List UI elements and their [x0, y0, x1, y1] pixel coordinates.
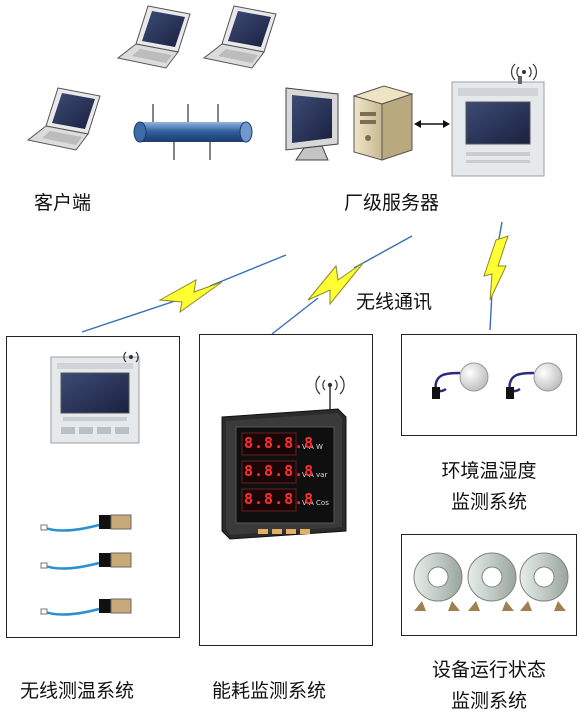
monitor-icon	[285, 87, 339, 161]
temperature-sensor-icon	[40, 552, 132, 570]
meter-readout-2: 8.8.8.8	[244, 462, 315, 480]
power-meter-icon: V A W V A var V A Cos	[221, 408, 347, 540]
humidity-sensor-icon	[506, 362, 563, 399]
wireless-link-left	[81, 254, 287, 333]
temperature-sensor-icon	[40, 598, 132, 616]
laptop-icon	[116, 5, 191, 69]
temperature-concentrator-icon	[50, 356, 140, 444]
client-label: 客户端	[34, 192, 92, 214]
antenna-icon	[123, 351, 139, 363]
connection-arrow	[414, 120, 450, 128]
environment-system-label-line1: 环境温湿度	[441, 460, 537, 482]
meter-readout-3: 8.8.8.8	[244, 490, 315, 508]
current-transformer-icon	[413, 552, 463, 611]
wireless-comm-label: 无线通讯	[356, 291, 433, 313]
wireless-link-right	[483, 221, 509, 331]
environment-system-label: 环境温湿度 监测系统	[401, 456, 577, 514]
current-transformer-icon	[467, 552, 517, 611]
equipment-monitoring-box	[401, 534, 577, 636]
humidity-sensor-icon	[432, 362, 489, 399]
equipment-system-label: 设备运行状态 监测系统	[401, 655, 577, 713]
laptop-icon	[202, 5, 277, 69]
energy-monitor-system-label: 能耗监测系统	[212, 680, 327, 702]
laptop-icon	[26, 87, 101, 151]
svg-text:V A var: V A var	[302, 471, 327, 479]
gateway-device-icon	[451, 76, 545, 177]
network-bus-icon	[133, 104, 253, 160]
wireless-temp-devices	[40, 351, 140, 616]
wireless-temperature-system-box	[6, 336, 180, 638]
meter-readout-1: 8.8.8.8	[244, 434, 315, 452]
environment-system-label-line2: 监测系统	[450, 491, 527, 513]
wireless-link-middle	[271, 235, 413, 335]
energy-monitoring-system-box: V A W V A var V A Cos 8.8.8.8 8.8.8.8 8.…	[199, 334, 373, 646]
antenna-icon	[511, 63, 537, 81]
energy-meter-graphic: V A W V A var V A Cos	[221, 375, 347, 540]
svg-text:V A Cos: V A Cos	[302, 499, 329, 507]
temperature-sensor-icon	[40, 514, 132, 532]
environment-monitoring-box	[401, 334, 577, 436]
equipment-system-label-line1: 设备运行状态	[431, 659, 546, 681]
current-transformers	[413, 552, 569, 611]
wireless-temp-system-label: 无线测温系统	[20, 680, 135, 702]
server-icon	[352, 85, 414, 161]
svg-text:V A W: V A W	[302, 443, 323, 451]
current-transformer-icon	[519, 552, 569, 611]
equipment-system-label-line2: 监测系统	[450, 690, 527, 712]
environment-sensors	[432, 362, 563, 399]
plant-server-label: 厂级服务器	[344, 192, 440, 214]
